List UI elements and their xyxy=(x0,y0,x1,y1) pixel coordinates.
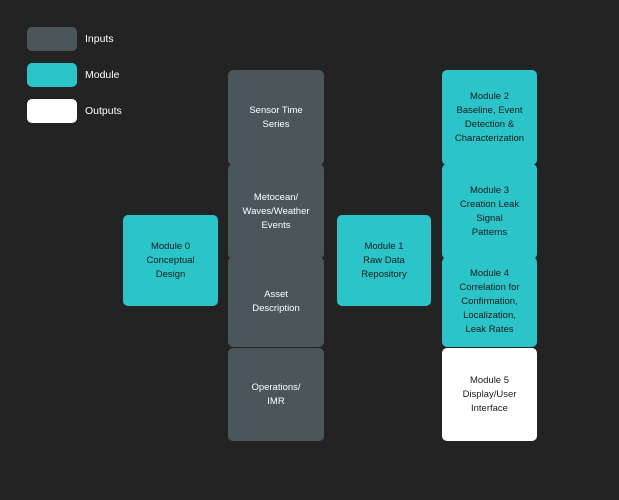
legend-label-inputs: Inputs xyxy=(85,33,114,45)
legend-item-module: Module xyxy=(27,63,197,99)
node-sensor-time-series[interactable]: Sensor Time Series xyxy=(228,70,324,165)
node-module-4[interactable]: Module 4 Correlation for Confirmation, L… xyxy=(442,257,537,347)
node-module-3[interactable]: Module 3 Creation Leak Signal Patterns xyxy=(442,164,537,259)
legend-swatch-inputs xyxy=(27,27,77,51)
node-module-5[interactable]: Module 5 Display/User Interface xyxy=(442,348,537,441)
legend-swatch-outputs xyxy=(27,99,77,123)
legend-item-inputs: Inputs xyxy=(27,27,197,63)
legend-swatch-module xyxy=(27,63,77,87)
legend-label-module: Module xyxy=(85,69,120,81)
node-asset-description[interactable]: Asset Description xyxy=(228,257,324,347)
node-metocean-waves-weather-events[interactable]: Metocean/ Waves/Weather Events xyxy=(228,164,324,259)
node-module-2[interactable]: Module 2 Baseline, Event Detection & Cha… xyxy=(442,70,537,165)
legend-label-outputs: Outputs xyxy=(85,105,122,117)
legend: Inputs Module Outputs xyxy=(27,27,197,135)
legend-item-outputs: Outputs xyxy=(27,99,197,135)
node-module-1[interactable]: Module 1 Raw Data Repository xyxy=(337,215,431,306)
node-module-0[interactable]: Module 0 Conceptual Design xyxy=(123,215,218,306)
node-operations-imr[interactable]: Operations/ IMR xyxy=(228,348,324,441)
